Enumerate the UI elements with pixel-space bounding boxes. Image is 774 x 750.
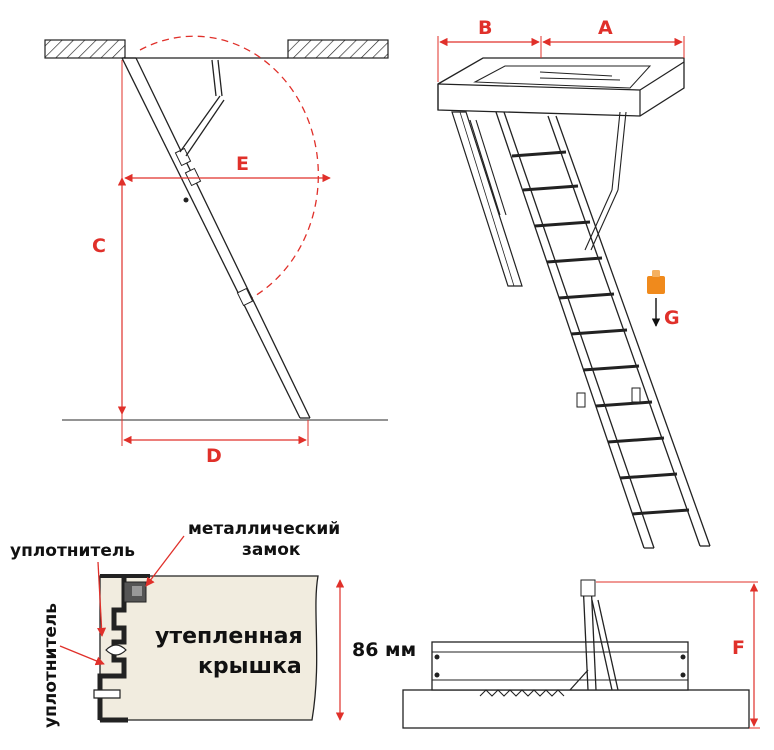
- dimension-e-label: E: [236, 153, 249, 175]
- dimension-c-label: C: [92, 235, 106, 257]
- side-view: C E D: [44, 35, 389, 467]
- lock-label-line1: металлический: [188, 519, 340, 539]
- weight-icon: [647, 270, 665, 294]
- thickness-label: 86 мм: [352, 639, 416, 661]
- insulated-lid: [99, 575, 319, 721]
- folded-view: F: [402, 579, 760, 729]
- folded-ladder-box: [431, 641, 689, 691]
- swing-arc: [139, 35, 319, 301]
- perspective-view: B A: [437, 17, 711, 549]
- ladder-side-rail: [121, 57, 311, 419]
- lock-label-line2: замок: [242, 540, 301, 560]
- frame-profile: [97, 578, 127, 720]
- dimension-d-label: D: [206, 445, 222, 467]
- folded-frame-bottom: [402, 689, 750, 729]
- seal-label-side: уплотнитель: [41, 603, 61, 728]
- seal-label-top: уплотнитель: [10, 541, 135, 561]
- ceiling-left: [44, 39, 126, 59]
- ladder-rails: [495, 111, 711, 549]
- lid-label-line1: утепленная: [155, 624, 303, 649]
- dimension-f-label: F: [732, 637, 745, 659]
- ceiling-right: [287, 39, 389, 59]
- dimension-g-label: G: [664, 307, 680, 329]
- spring: [479, 689, 565, 697]
- lid-label-line2: крышка: [198, 654, 302, 679]
- dimension-b-label: B: [478, 17, 492, 39]
- hatch-frame: [437, 57, 685, 117]
- section-view: утепленная крышка 86 мм металлический за…: [10, 519, 416, 728]
- dimension-a-label: A: [598, 17, 613, 39]
- ladder-steps: [511, 150, 690, 516]
- spring-arm: [179, 59, 225, 157]
